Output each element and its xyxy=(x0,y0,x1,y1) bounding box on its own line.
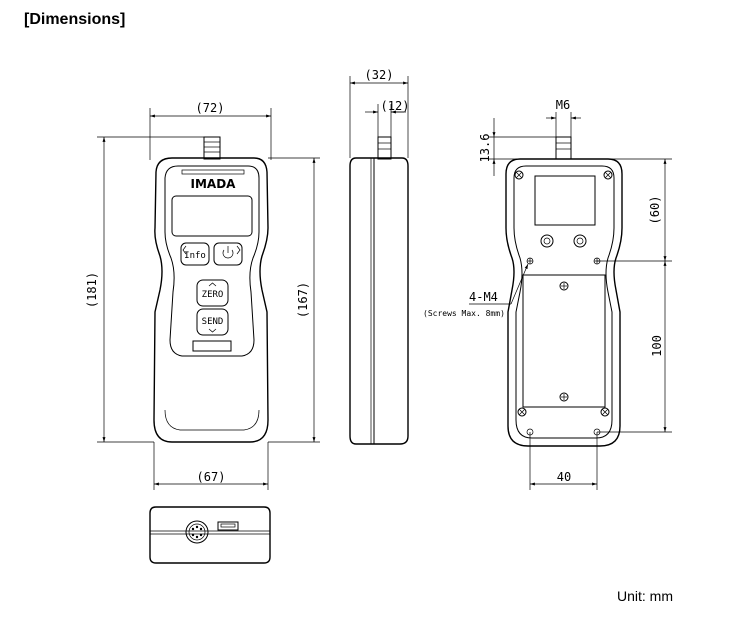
back-window xyxy=(534,175,596,226)
front-body-outline xyxy=(153,157,269,443)
screw-note: (Screws Max. 8mm) xyxy=(423,309,505,318)
send-button xyxy=(196,308,229,336)
screw-label: 4-M4 xyxy=(469,290,498,304)
back-dimensions: M6 13.6 (60) 100 40 4-M4 (Screws Max. 8m… xyxy=(423,98,672,490)
bottom-view xyxy=(149,506,271,564)
side-view xyxy=(349,136,409,445)
front-height-body-dim: (167) xyxy=(296,282,310,318)
brand-logo: IMADA xyxy=(191,177,237,191)
info-button-label: Info xyxy=(184,251,206,261)
battery-cover xyxy=(522,274,606,408)
top-to-holes-dim: (60) xyxy=(648,196,662,225)
front-panel xyxy=(164,165,260,357)
thread-dim: M6 xyxy=(556,98,570,112)
front-width-top-dim: (72) xyxy=(196,101,225,115)
side-shaft-dim: (12) xyxy=(381,99,410,113)
side-shaft xyxy=(377,136,392,160)
info-button xyxy=(180,242,210,266)
round-connector-icon xyxy=(185,520,209,544)
back-shaft xyxy=(555,136,572,160)
unit-note: Unit: mm xyxy=(617,588,673,604)
usb-port-icon xyxy=(217,521,239,531)
back-body-outline xyxy=(505,158,623,447)
display-screen xyxy=(171,195,253,237)
bottom-body-outline xyxy=(149,506,271,564)
back-view xyxy=(505,136,623,447)
front-dimensions: (72) (181) (167) (67) xyxy=(85,101,320,490)
send-button-label: SEND xyxy=(202,317,224,327)
screw-icon xyxy=(514,170,613,417)
front-height-total-dim: (181) xyxy=(85,272,99,308)
hole-spacing-vertical-dim: 100 xyxy=(650,335,664,357)
zero-button-label: ZERO xyxy=(202,290,224,300)
front-view: IMADA Info ZERO SEND xyxy=(153,136,269,443)
zero-button xyxy=(196,279,229,307)
hole-spacing-horizontal-dim: 40 xyxy=(557,470,571,484)
shaft-length-dim: 13.6 xyxy=(478,134,492,163)
page-title: [Dimensions] xyxy=(24,11,126,28)
power-icon xyxy=(222,246,234,259)
front-width-bottom-dim: (67) xyxy=(197,470,226,484)
side-body-outline xyxy=(349,157,409,445)
front-slot xyxy=(192,340,232,352)
side-dimensions: (32) (12) xyxy=(349,68,410,158)
power-button xyxy=(213,242,243,266)
front-shaft xyxy=(203,136,221,160)
chevron-up-icon xyxy=(208,282,217,287)
side-depth-dim: (32) xyxy=(365,68,394,82)
chevron-down-icon xyxy=(208,328,217,333)
